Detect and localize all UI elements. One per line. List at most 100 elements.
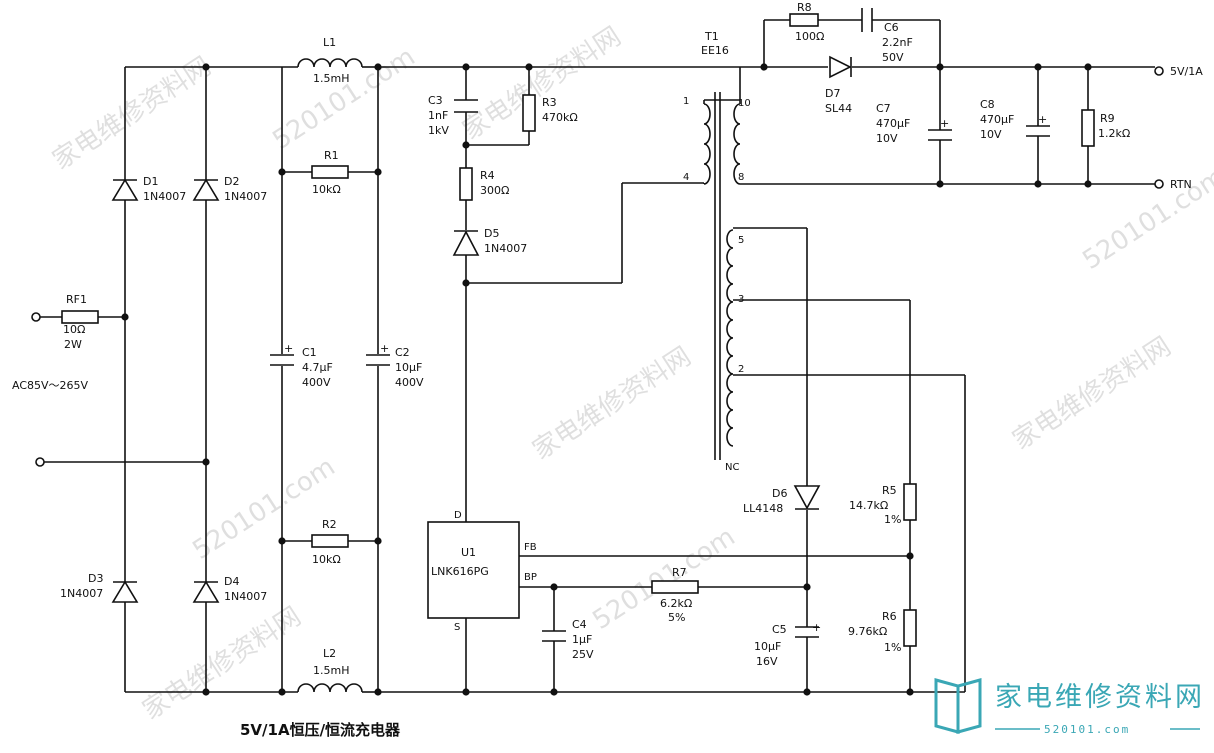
output-terminal-return [1154, 179, 1164, 189]
r4-ref: R4 [480, 169, 495, 182]
r8-value: 100Ω [795, 30, 824, 43]
c2-ref: C2 [395, 346, 410, 359]
watermark: 家电维修资料网 [137, 602, 306, 726]
c2-rating: 400V [395, 376, 424, 389]
transformer-t1: T1 EE16 1 4 10 8 5 3 2 NC [683, 30, 965, 473]
resistor-r5: R5 14.7kΩ 1% [849, 483, 917, 526]
watermark: 520101.com [267, 42, 420, 156]
l1-value: 1.5mH [313, 72, 349, 85]
r2-ref: R2 [322, 518, 337, 531]
watermark: 家电维修资料网 [457, 22, 626, 146]
watermark: 520101.com [587, 522, 740, 636]
u1-value: LNK616PG [431, 565, 489, 578]
inductor-l2: L2 1.5mH [297, 647, 378, 693]
output-return-label: RTN [1170, 178, 1192, 191]
r6-tolerance: 1% [884, 641, 901, 654]
u1-pin-d: D [454, 510, 462, 521]
watermark: 520101.com [1077, 162, 1214, 276]
input-terminal-n [35, 457, 45, 467]
d4-ref: D4 [224, 575, 239, 588]
r2-value: 10kΩ [312, 553, 341, 566]
c6-rating: 50V [882, 51, 904, 64]
logo-url: 520101.com [1044, 723, 1130, 736]
u1-ref: U1 [461, 546, 476, 559]
capacitor-c1: + C1 4.7μF 400V [270, 342, 333, 389]
watermark: 家电维修资料网 [1007, 332, 1176, 456]
d7-ref: D7 [825, 87, 840, 100]
c2-value: 10μF [395, 361, 422, 374]
svg-text:+: + [812, 621, 821, 634]
capacitor-c8: + C8 470μF 10V [980, 67, 1050, 184]
diode-d6: D6 LL4148 [743, 485, 821, 515]
l2-value: 1.5mH [313, 664, 349, 677]
c8-value: 470μF [980, 113, 1014, 126]
resistor-r1: R1 10kΩ [282, 149, 378, 196]
c3-ref: C3 [428, 94, 443, 107]
watermark-layer: 家电维修资料网 520101.com 家电维修资料网 520101.com 家电… [47, 22, 1214, 726]
bias-feedback-wiring [803, 228, 966, 696]
d1-ref: D1 [143, 175, 158, 188]
resistor-r2: R2 10kΩ [282, 518, 378, 566]
diagram-title: 5V/1A恒压/恒流充电器 [240, 721, 401, 739]
c6-value: 2.2nF [882, 36, 913, 49]
svg-text:+: + [284, 342, 293, 355]
output-positive-label: 5V/1A [1170, 65, 1203, 78]
c4-value: 1μF [572, 633, 592, 646]
r3-value: 470kΩ [542, 111, 578, 124]
l1-ref: L1 [323, 36, 336, 49]
c4-ref: C4 [572, 618, 587, 631]
diode-d5: D5 1N4007 [452, 227, 527, 256]
r5-tolerance: 1% [884, 513, 901, 526]
book-icon [934, 678, 982, 734]
t1-pin-nc: NC [725, 462, 739, 473]
c3-value: 1nF [428, 109, 448, 122]
c4-rating: 25V [572, 648, 594, 661]
d6-value: LL4148 [743, 502, 783, 515]
rf1-value: 10Ω [63, 323, 85, 336]
d6-ref: D6 [772, 487, 787, 500]
d4-value: 1N4007 [224, 590, 267, 603]
watermark: 520101.com [187, 452, 340, 566]
diode-d1: D1 1N4007 [111, 175, 186, 203]
c7-value: 470μF [876, 117, 910, 130]
c7-ref: C7 [876, 102, 891, 115]
c3-rating: 1kV [428, 124, 449, 137]
r6-value: 9.76kΩ [848, 625, 887, 638]
c1-rating: 400V [302, 376, 331, 389]
d3-ref: D3 [88, 572, 103, 585]
u1-pin-bp: BP [524, 572, 537, 583]
resistor-r9: R9 1.2kΩ [1081, 67, 1130, 184]
t1-pin-4: 4 [683, 172, 689, 183]
t1-pin-5: 5 [738, 235, 744, 246]
pi-filter-wiring [278, 63, 910, 696]
c5-ref: C5 [772, 623, 787, 636]
c5-value: 10μF [754, 640, 781, 653]
d2-value: 1N4007 [224, 190, 267, 203]
t1-pin-10: 10 [738, 98, 751, 109]
output-wiring: 5V/1A RTN [740, 19, 1203, 191]
svg-text:+: + [380, 342, 389, 355]
t1-core: EE16 [701, 44, 729, 57]
c1-ref: C1 [302, 346, 317, 359]
watermark: 家电维修资料网 [47, 52, 216, 176]
r7-ref: R7 [672, 566, 687, 579]
r9-value: 1.2kΩ [1098, 127, 1130, 140]
r8-ref: R8 [797, 1, 812, 14]
capacitor-c6: C6 2.2nF 50V [861, 8, 913, 64]
capacitor-c7: + C7 470μF 10V [876, 67, 952, 184]
r3-ref: R3 [542, 96, 557, 109]
r1-value: 10kΩ [312, 183, 341, 196]
d7-value: SL44 [825, 102, 852, 115]
r7-value: 6.2kΩ [660, 597, 692, 610]
c8-ref: C8 [980, 98, 995, 111]
clamp-wiring [462, 63, 741, 522]
c8-rating: 10V [980, 128, 1002, 141]
c7-rating: 10V [876, 132, 898, 145]
d2-ref: D2 [224, 175, 239, 188]
r5-ref: R5 [882, 484, 897, 497]
capacitor-c2: + C2 10μF 400V [366, 342, 424, 389]
capacitor-c4: C4 1μF 25V [542, 583, 594, 696]
c1-value: 4.7μF [302, 361, 333, 374]
output-terminal-positive [1154, 66, 1164, 76]
